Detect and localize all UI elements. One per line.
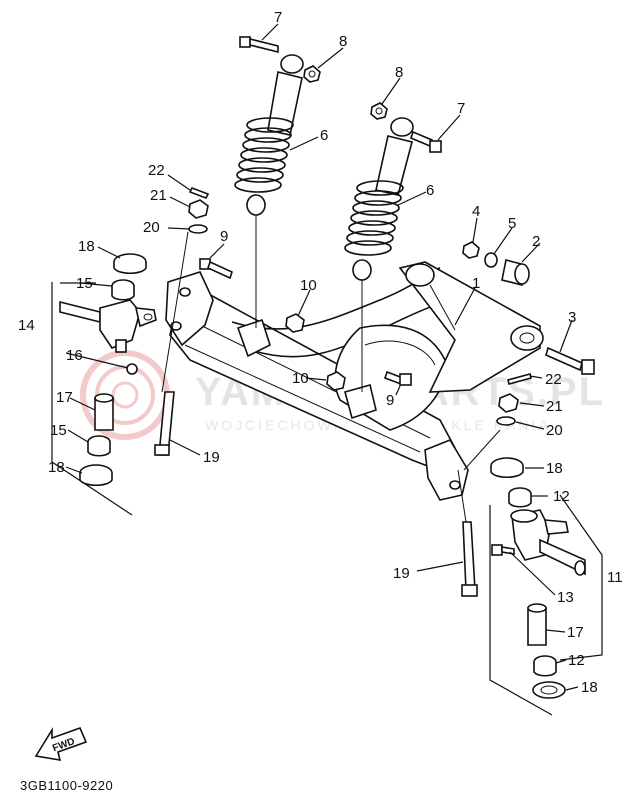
callout-22-right: 22 [545, 371, 562, 388]
callout-5: 5 [508, 215, 516, 232]
callout-14: 14 [18, 317, 35, 334]
callout-12-bottom-right: 12 [568, 652, 585, 669]
callout-17-right: 17 [567, 624, 584, 641]
callout-18-top-right: 18 [546, 460, 563, 477]
leader-lines [65, 23, 579, 691]
callout-8-right: 8 [395, 64, 403, 81]
callout-15-top-left: 15 [76, 275, 93, 292]
left-steering-knuckle-group [51, 186, 210, 516]
nut-8-right [370, 102, 388, 120]
callout-16: 16 [66, 347, 83, 364]
callout-3: 3 [568, 309, 576, 326]
bolt-7-left [239, 36, 279, 54]
callout-2: 2 [532, 233, 540, 250]
callout-labels: 7 8 8 7 6 6 22 21 20 9 18 15 14 16 17 15… [18, 9, 623, 696]
nut-10-lower [326, 371, 346, 391]
callout-1: 1 [472, 275, 480, 292]
washer-5 [484, 252, 498, 268]
callout-12-top-right: 12 [553, 488, 570, 505]
callout-18-bottom-right: 18 [581, 679, 598, 696]
callout-18-top-left: 18 [78, 238, 95, 255]
shock-absorber-left [234, 54, 304, 328]
callout-19-right: 19 [393, 565, 410, 582]
callout-4: 4 [472, 203, 480, 220]
callout-21-left: 21 [150, 187, 167, 204]
callout-13: 13 [557, 589, 574, 606]
callout-7-right: 7 [457, 100, 465, 117]
bolt-9-left [199, 258, 233, 280]
nut-4 [462, 241, 480, 259]
callout-20-right: 20 [546, 422, 563, 439]
callout-22-left: 22 [148, 162, 165, 179]
callout-11: 11 [607, 569, 623, 586]
shock-absorber-right [344, 117, 414, 392]
callout-6-left: 6 [320, 127, 328, 144]
bolt-9-right [383, 370, 412, 386]
callout-20-left: 20 [143, 219, 160, 236]
callout-9-right: 9 [386, 392, 394, 409]
callout-10-lower: 10 [292, 370, 309, 387]
drawing-code: 3GB1100-9220 [20, 778, 113, 793]
callout-6-right: 6 [426, 182, 434, 199]
bolt-3 [545, 346, 595, 375]
callout-10-upper: 10 [300, 277, 317, 294]
bolt-7-right [410, 130, 442, 153]
callout-15-bottom-left: 15 [50, 422, 67, 439]
callout-8-left: 8 [339, 33, 347, 50]
callout-17-left: 17 [56, 389, 73, 406]
guide-lines [161, 231, 501, 523]
callout-19-left: 19 [203, 449, 220, 466]
bushing-2 [501, 259, 530, 286]
fwd-arrow: FWD [34, 726, 88, 761]
nut-10-upper [285, 313, 305, 333]
nut-8-left [303, 65, 321, 83]
right-steering-knuckle-group [461, 373, 603, 716]
callout-9-left: 9 [220, 228, 228, 245]
callout-21-right: 21 [546, 398, 563, 415]
callout-18-bottom-left: 18 [48, 459, 65, 476]
callout-7-left: 7 [274, 9, 282, 26]
